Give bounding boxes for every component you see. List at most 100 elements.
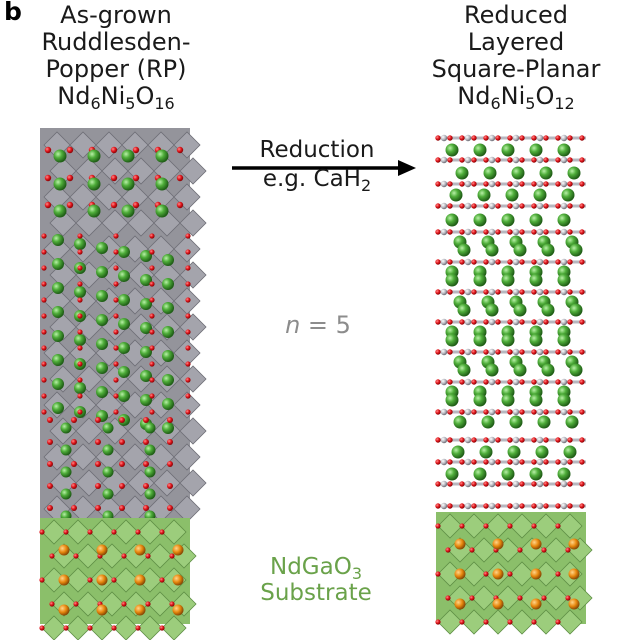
nickel-atom [440,378,448,386]
oxygen-atom [113,345,119,351]
oxygen-atom [495,409,501,415]
oxygen-atom [435,181,441,187]
oxygen-atom [435,203,441,209]
oxygen-atom [77,249,83,255]
nd-atom [513,363,527,377]
oxygen-atom [435,135,441,141]
oxygen-atom [567,349,573,355]
oxygen-atom [531,503,537,509]
octahedron [179,469,207,497]
oxygen-atom [447,379,453,385]
nickel-atom [536,134,544,142]
nd-atom [473,143,487,157]
nickel-atom [464,228,472,236]
nickel-atom [536,408,544,416]
nd-atom [53,204,67,218]
oxygen-atom [66,146,74,154]
oxygen-atom [119,439,125,445]
nickel-atom [464,480,472,488]
substrate-octahedra-right [435,513,593,635]
oxygen-atom [507,259,513,265]
nd-atom [140,322,152,334]
oxygen-atom [507,437,513,443]
nd-atom [509,415,523,429]
oxygen-atom [543,379,549,385]
oxygen-atom [447,349,453,355]
oxygen-atom [519,203,525,209]
oxygen-atom [507,571,513,577]
oxygen-atom [555,571,561,577]
oxygen-atom [39,529,45,535]
nd-atom [501,393,515,407]
nd-atom [445,273,459,287]
nd-atom [96,338,108,350]
oxygen-atom [44,174,52,182]
left-formula: Nd6Ni5O16 [57,82,175,113]
nickel-atom [440,228,448,236]
oxygen-atom [185,393,191,399]
oxygen-atom [507,181,513,187]
nd-atom [473,213,487,227]
oxygen-atom [519,349,525,355]
oxygen-atom [185,361,191,367]
nd-atom [541,243,555,257]
oxygen-atom [483,481,489,487]
nickel-atom [464,378,472,386]
oxygen-atom [531,181,537,187]
oxygen-atom [87,625,93,631]
oxygen-atom [531,319,537,325]
nd-atom [96,386,108,398]
nd-atom [118,270,130,282]
nickel-atom [560,502,568,510]
oxygen-atom [71,439,77,445]
oxygen-atom [87,577,93,583]
oxygen-atom [185,345,191,351]
nd-atom [74,286,86,298]
oxygen-atom [507,349,513,355]
oxygen-atom [41,233,47,239]
oxygen-atom [185,249,191,255]
oxygen-atom [507,503,513,509]
oxygen-atom [95,505,101,511]
nickel-atom [464,502,472,510]
nd-atom [529,273,543,287]
oxygen-atom [41,377,47,383]
nd-atom [121,149,135,163]
oxygen-atom [555,503,561,509]
nd-atom [144,488,156,500]
nd-atom [52,354,64,366]
nd-atom [96,266,108,278]
nd-atom [87,149,101,163]
oxygen-atom [47,505,53,511]
oxygen-atom [541,547,547,553]
nd-atom [118,390,130,402]
oxygen-atom [507,157,513,163]
reduction-label-line-1: Reduction [259,137,375,163]
oxygen-atom [41,409,47,415]
oxygen-atom [543,349,549,355]
oxygen-atom [579,259,585,265]
nickel-atom [560,458,568,466]
nickel-atom [560,288,568,296]
oxygen-atom [531,289,537,295]
octahedron [173,235,201,263]
oxygen-atom [519,437,525,443]
oxygen-atom [110,174,118,182]
oxygen-atom [435,379,441,385]
oxygen-atom [541,595,547,601]
nd-atom [541,363,555,377]
nd-atom [557,143,571,157]
oxygen-atom [471,437,477,443]
nd-atom [565,415,579,429]
nickel-atom [536,202,544,210]
oxygen-atom [66,201,74,209]
nickel-atom [488,502,496,510]
oxygen-atom [579,289,585,295]
nd-atom [529,143,543,157]
oxygen-atom [471,259,477,265]
oxygen-atom [145,553,151,559]
oxygen-atom [41,297,47,303]
nickel-atom [488,408,496,416]
nickel-atom [560,378,568,386]
nd-atom [140,274,152,286]
